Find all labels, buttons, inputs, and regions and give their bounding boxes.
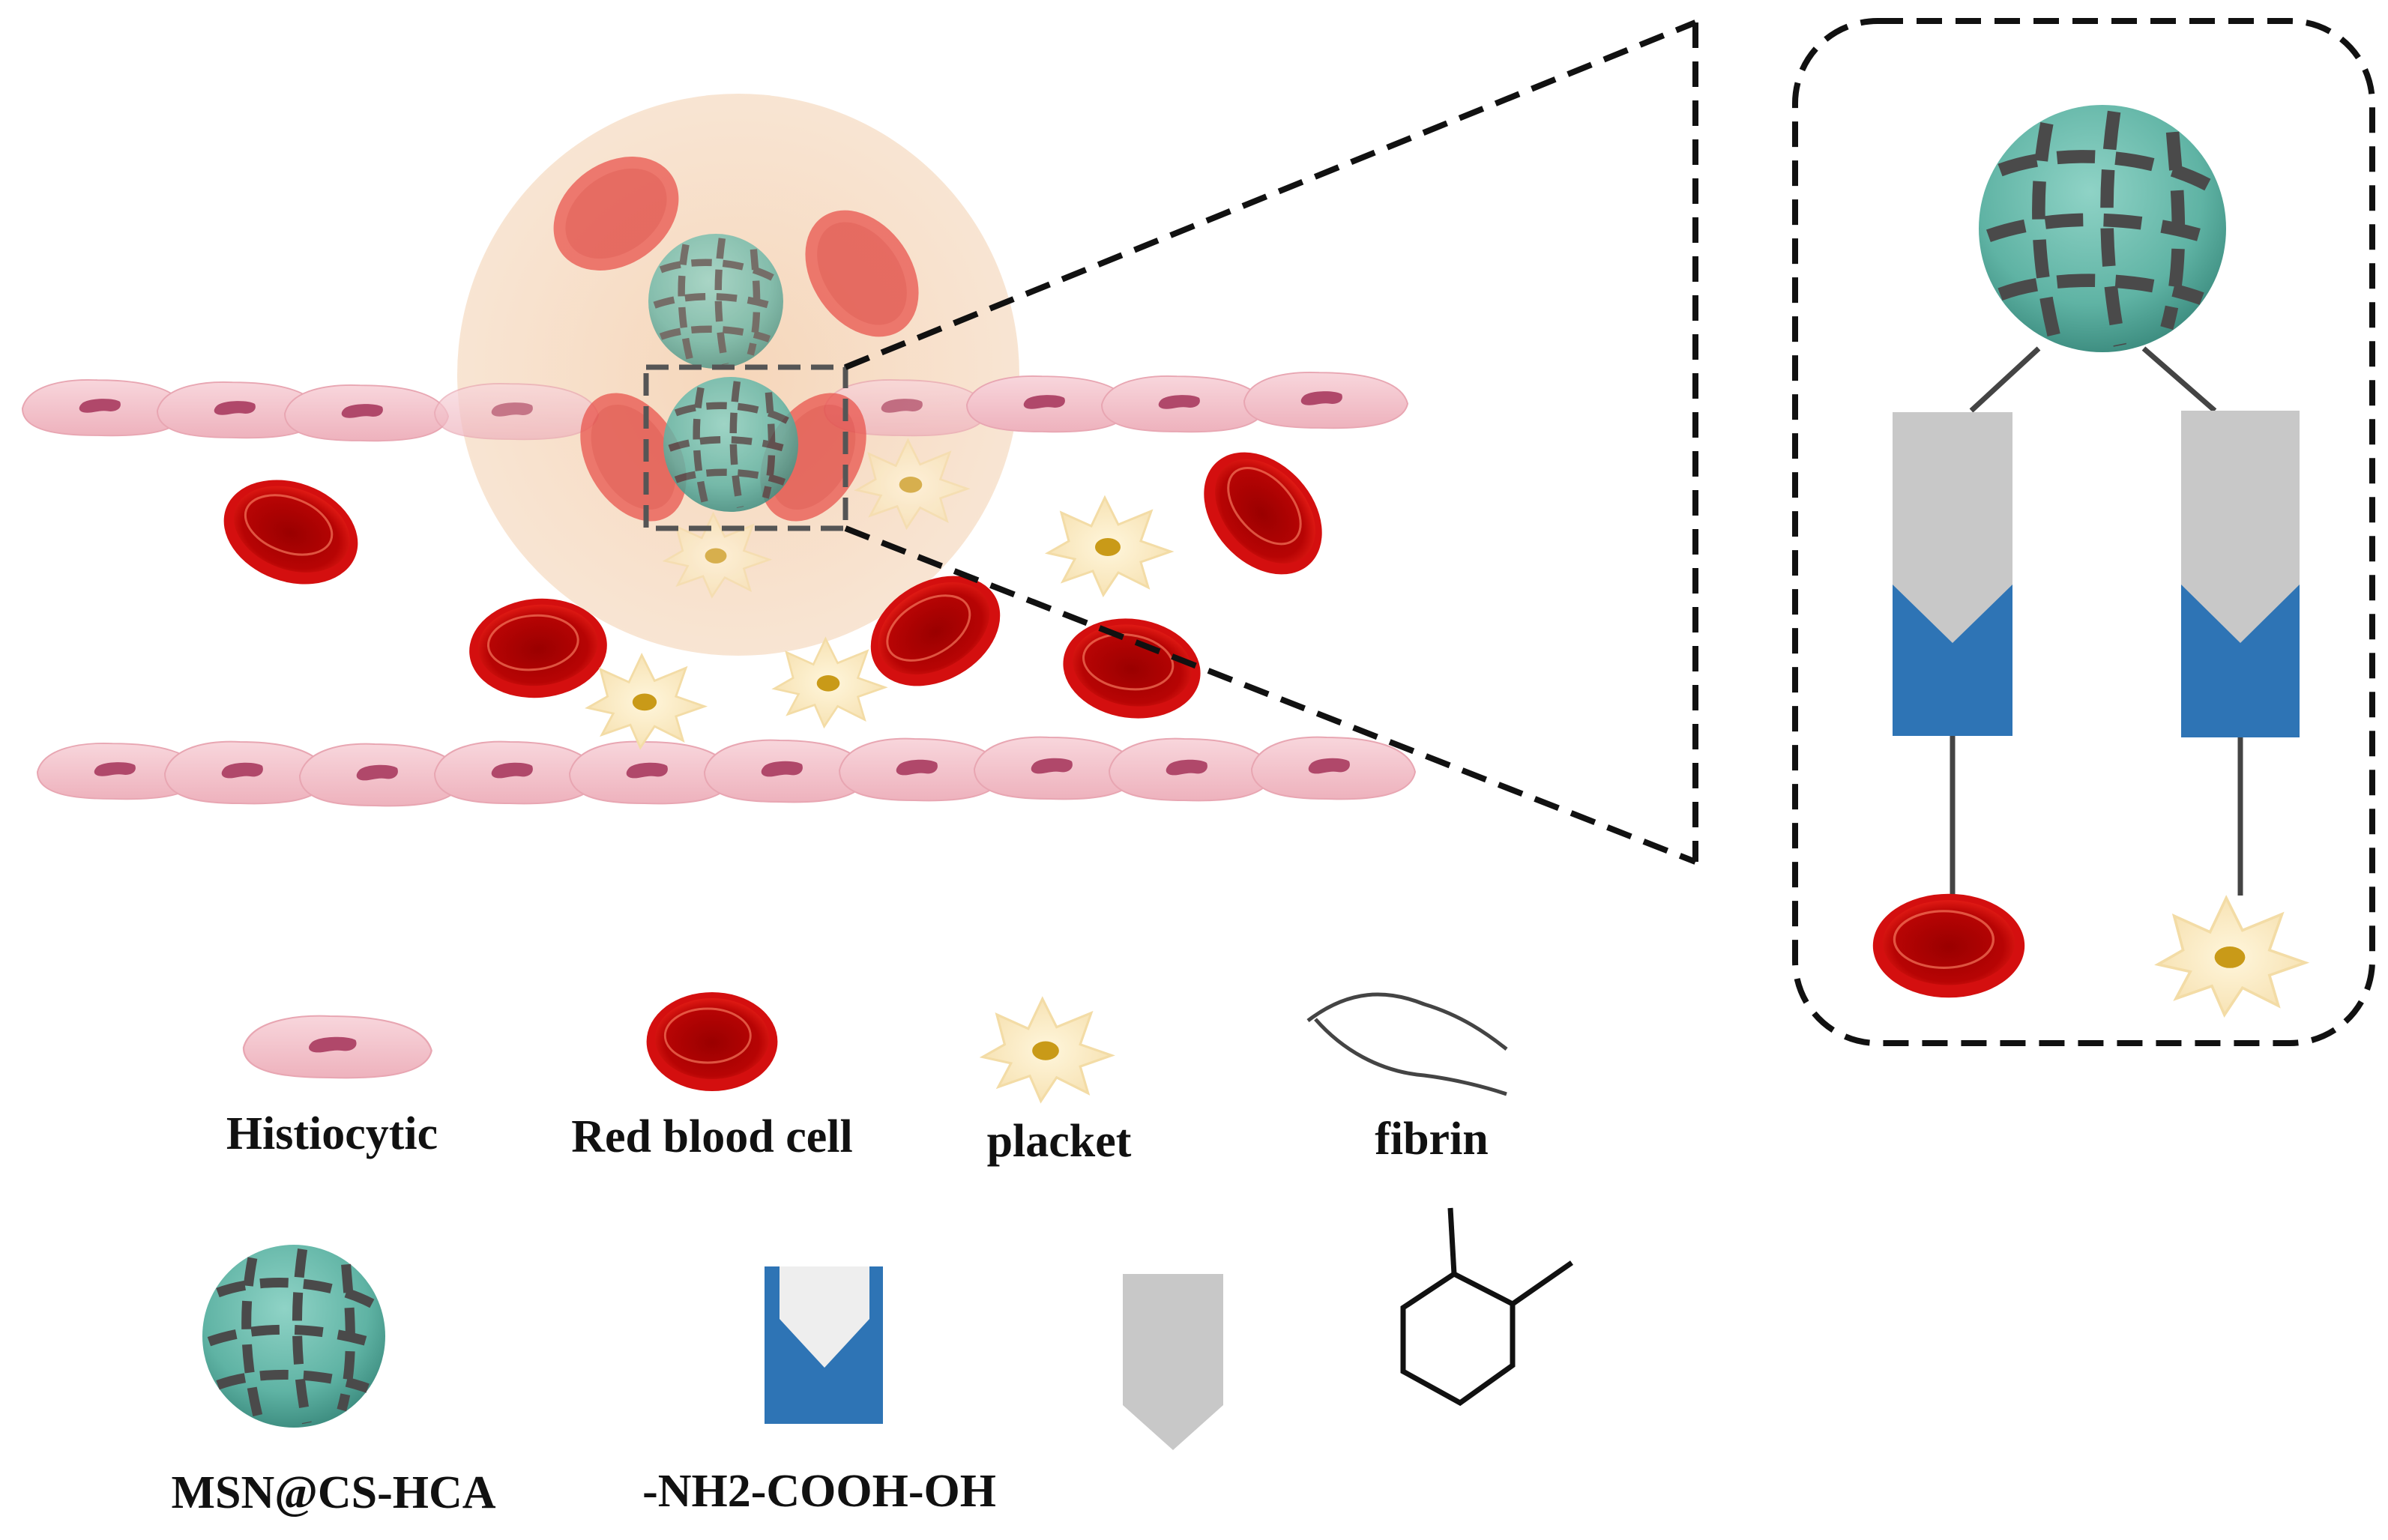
platelet-icon [981,997,1113,1102]
msn-particle-top [648,234,783,369]
functional-group-icon [765,1266,883,1424]
zoom-guide-lines [844,19,1698,865]
gray-pentagon-icon [1123,1274,1223,1450]
legend-msn: MSN@CS-HCA [171,1245,496,1518]
zoom-focus-box [643,364,848,531]
legend-fibrin-label: fibrin [1375,1114,1489,1165]
lower-vessel-wall [37,736,1416,807]
legend-msn-label: MSN@CS-HCA [171,1467,495,1518]
red-blood-cell-icon [645,991,779,1093]
fibrin-strand-icon [1306,992,1508,1096]
legend-histiocytic: Histiocytic [226,1015,438,1159]
legend-rbc-label: Red blood cell [571,1111,852,1162]
zoom-msn-particle [1979,105,2226,352]
cyclohexane-icon [1400,1207,1573,1407]
left-linker [1893,412,2012,899]
legend-fibrin: fibrin [1306,992,1508,1165]
right-linker [2181,411,2300,896]
legend-groups-label: -NH2-COOH-OH [642,1466,996,1517]
legend-placket: placket [981,997,1132,1167]
zoom-red-blood-cell [1872,893,2026,999]
zoom-platelet [2156,896,2307,1016]
legend-histiocytic-label: Histiocytic [226,1108,438,1159]
msn-particle-center [663,377,798,512]
legend-placket-label: placket [987,1116,1132,1167]
zoom-detail-panel [1792,18,2375,1046]
legend-groups: -NH2-COOH-OH [642,1266,996,1517]
histiocyte-cell-icon [242,1015,432,1079]
legend-red-blood-cell: Red blood cell [571,991,853,1162]
msn-nanoparticle-icon [202,1245,385,1428]
